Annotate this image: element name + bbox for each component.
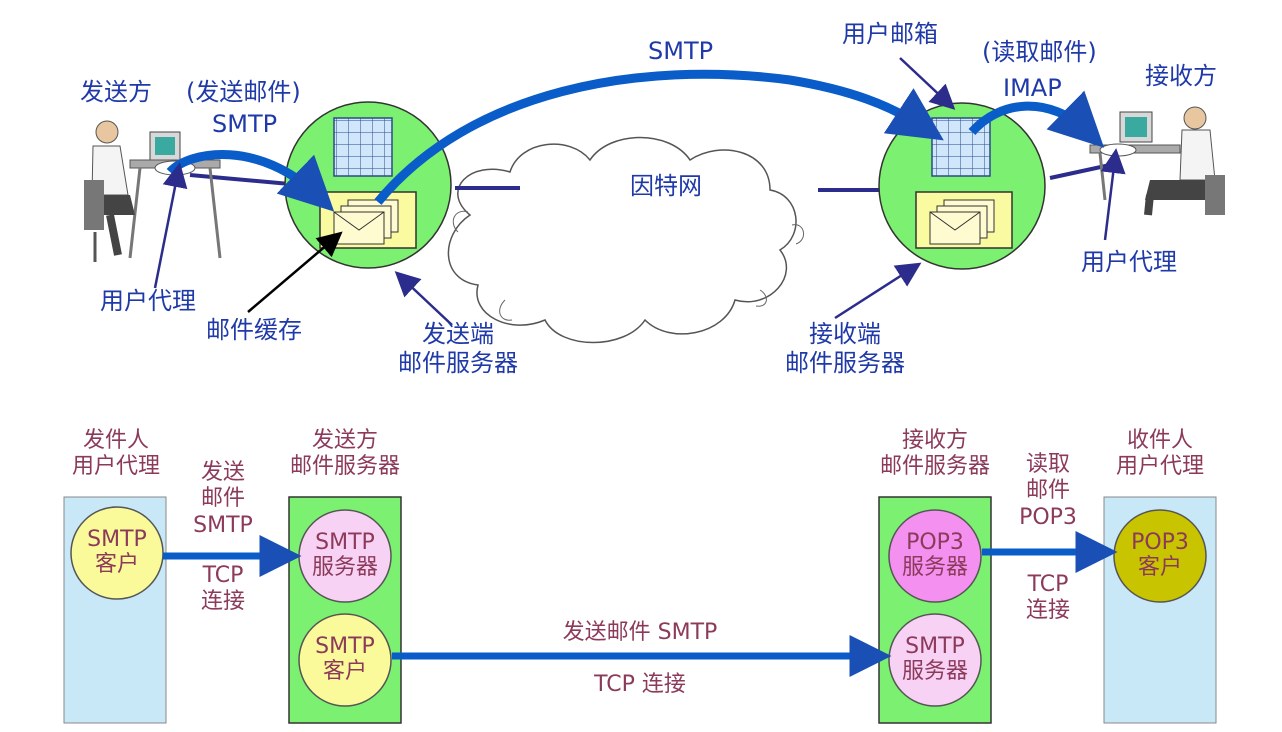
- receiver-person-computer: [1089, 106, 1225, 216]
- sender-ua-line2: 用户代理: [71, 454, 160, 480]
- sender-ua-line1: 发件人: [82, 428, 149, 453]
- recv-server-line1: 接收端: [809, 320, 881, 348]
- read-mail-label: (读取邮件): [982, 38, 1097, 66]
- bottom-arrows: [163, 531, 1118, 677]
- user-agent-left-label: 用户代理: [100, 287, 196, 315]
- smtp-top-label: SMTP: [648, 37, 714, 65]
- smtp-client-text-2: SMTP 客户: [315, 634, 375, 685]
- arrow2-label-bottom: TCP 连接: [594, 672, 686, 697]
- mail-cache-label: 邮件缓存: [206, 316, 302, 344]
- send-server-header: 发送方 邮件服务器: [270, 428, 420, 481]
- send-server-hdr-line2: 邮件服务器: [289, 454, 400, 480]
- send-server-hdr-line1: 发送方: [311, 428, 378, 453]
- arrow1-line3: SMTP: [193, 512, 253, 538]
- arrow3-line4: TCP: [1027, 572, 1069, 597]
- network-links: [189, 163, 1111, 192]
- imap-label: IMAP: [1003, 74, 1062, 102]
- recv-ua-line2: 用户代理: [1115, 454, 1204, 480]
- arrow3-line1: 读取: [1025, 452, 1070, 477]
- arrow2-label-top: 发送邮件 SMTP: [562, 620, 718, 645]
- recv-ua-header: 收件人 用户代理: [1094, 428, 1226, 481]
- arrow1-line2: 邮件: [200, 486, 245, 512]
- recv-ua-line1: 收件人: [1126, 428, 1193, 453]
- smtp-left-label: SMTP: [212, 110, 278, 138]
- receiver-label: 接收方: [1145, 62, 1217, 90]
- recv-server-header: 接收方 邮件服务器: [860, 428, 1010, 481]
- arrow3-label-bottom: TCP 连接: [1005, 572, 1091, 625]
- pop3-server-text: POP3 服务器: [901, 530, 968, 581]
- smtp-server-text-2: SMTP 服务器: [901, 634, 968, 685]
- send-server-line1: 发送端: [422, 320, 494, 348]
- recv-server-label: 接收端 邮件服务器: [785, 320, 905, 378]
- arrow3-line3: POP3: [1019, 504, 1077, 530]
- mailbox-label: 用户邮箱: [842, 20, 938, 48]
- pop3-client-text: POP3 客户: [1131, 530, 1189, 581]
- arrow1-label-top: 发送 邮件 SMTP: [180, 460, 266, 539]
- recv-server-hdr-line1: 接收方: [901, 428, 968, 453]
- recv-server-line2: 邮件服务器: [785, 348, 905, 377]
- internet-label: 因特网: [630, 172, 702, 200]
- sender-person-computer: [84, 120, 222, 262]
- receiver-mail-server: [878, 102, 1046, 270]
- pop3-server-circle: [888, 509, 982, 603]
- smtp-relay-arrow: [374, 69, 944, 205]
- send-server-line2: 邮件服务器: [398, 348, 518, 377]
- smtp-server-text-1: SMTP 服务器: [311, 530, 378, 581]
- arrow1-line1: 发送: [200, 460, 245, 485]
- internet-cloud: [447, 136, 804, 344]
- smtp-client-text-1: SMTP 客户: [87, 527, 147, 578]
- arrow1-label-bottom: TCP 连接: [180, 563, 266, 616]
- arrow3-line2: 邮件: [1025, 478, 1070, 504]
- imap-read-arrow: [968, 90, 1105, 148]
- arrow3-label-top: 读取 邮件 POP3: [1005, 452, 1091, 531]
- send-server-label: 发送端 邮件服务器: [398, 320, 518, 378]
- sender-label: 发送方: [80, 78, 152, 106]
- recv-server-hdr-line2: 邮件服务器: [879, 454, 990, 480]
- send-mail-label: (发送邮件): [186, 78, 301, 106]
- arrow3-line5: 连接: [1025, 598, 1070, 624]
- sender-ua-header: 发件人 用户代理: [62, 428, 170, 481]
- arrow1-line5: 连接: [200, 589, 245, 615]
- smtp-client-circle-2: [298, 613, 392, 707]
- user-agent-right-label: 用户代理: [1081, 248, 1177, 276]
- pointer-arrows: [153, 57, 1126, 326]
- arrow1-line4: TCP: [202, 563, 244, 588]
